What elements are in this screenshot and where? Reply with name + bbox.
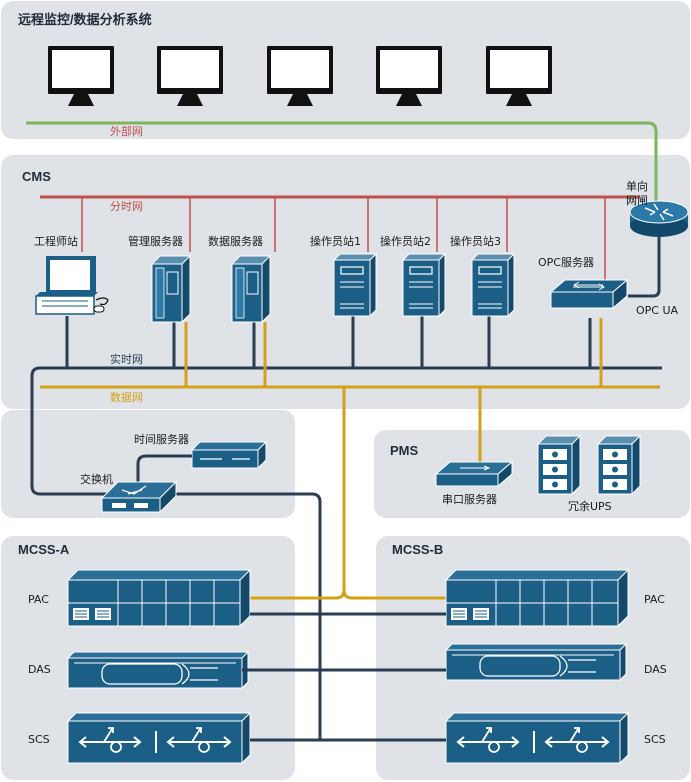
engineer-station-label: 工程师站 xyxy=(34,234,78,248)
zone-pms xyxy=(374,430,690,518)
zone-title-remote: 远程监控/数据分析系统 xyxy=(18,12,152,27)
serial-server-label: 串口服务器 xyxy=(442,493,497,506)
engineer-station-icon xyxy=(35,256,109,315)
zone-title-mcss-a: MCSS-A xyxy=(18,542,70,557)
mcss-a-pac-label: PAC xyxy=(28,593,49,606)
zone-switch-area xyxy=(1,410,295,518)
realtime-network-label: 实时网 xyxy=(110,352,143,366)
das-chassis-a-icon xyxy=(67,651,249,689)
data-server-label: 数据服务器 xyxy=(208,234,263,248)
gateway-to-opc-link xyxy=(628,237,661,298)
operator-station-3-icon xyxy=(471,253,515,317)
external-network-line xyxy=(26,121,658,212)
mcss-b-das-label: DAS xyxy=(644,663,667,676)
operator-station-1-label: 操作员站1 xyxy=(310,234,361,248)
gateway-label-line1: 单向 xyxy=(626,179,648,193)
operator-station-1-icon xyxy=(333,253,377,317)
scs-chassis-a-icon xyxy=(67,712,251,764)
mcss-b-scs-label: SCS xyxy=(644,733,666,746)
opc-ua-label: OPC UA xyxy=(636,304,679,317)
pac-chassis-a-icon xyxy=(67,569,251,627)
ups-icon xyxy=(597,435,641,495)
pac-chassis-b-icon xyxy=(445,569,629,627)
switch-label: 交换机 xyxy=(80,472,113,486)
operator-station-2-label: 操作员站2 xyxy=(380,234,431,248)
zone-title-mcss-b: MCSS-B xyxy=(392,542,443,557)
time-server-icon xyxy=(190,440,268,470)
das-chassis-b-icon xyxy=(445,643,627,681)
mcss-a-scs-label: SCS xyxy=(28,733,50,746)
mcss-b-pac-label: PAC xyxy=(644,593,665,606)
gateway-router-icon xyxy=(629,200,689,237)
opc-server-icon xyxy=(550,279,628,309)
timeshare-drops xyxy=(81,197,606,290)
timeshare-network-label: 分时网 xyxy=(110,200,143,213)
serial-server-icon xyxy=(434,460,514,488)
mcss-a-das-label: DAS xyxy=(28,663,51,676)
mgmt-server-label: 管理服务器 xyxy=(128,234,183,248)
scs-chassis-b-icon xyxy=(445,712,629,764)
external-network-label: 外部网 xyxy=(110,124,143,138)
data-network-label: 数据网 xyxy=(110,390,143,404)
mcss-realtime-links xyxy=(242,612,446,742)
ups-icon xyxy=(537,435,581,495)
opc-server-label: OPC服务器 xyxy=(538,256,594,269)
data-drops xyxy=(184,318,603,600)
data-server-icon xyxy=(231,255,271,323)
operator-station-2-icon xyxy=(402,253,446,317)
ups-label: 冗余UPS xyxy=(568,499,612,513)
operator-station-3-label: 操作员站3 xyxy=(450,234,501,248)
realtime-network-line xyxy=(30,366,662,740)
gateway-label-line2: 网闸 xyxy=(626,194,648,207)
time-server-label: 时间服务器 xyxy=(134,433,189,446)
switch-icon xyxy=(100,480,178,514)
zone-title-pms: PMS xyxy=(390,443,419,458)
mgmt-server-icon xyxy=(151,255,191,323)
realtime-drops xyxy=(65,316,592,368)
time-server-link xyxy=(136,454,192,486)
zone-title-cms: CMS xyxy=(22,169,51,184)
